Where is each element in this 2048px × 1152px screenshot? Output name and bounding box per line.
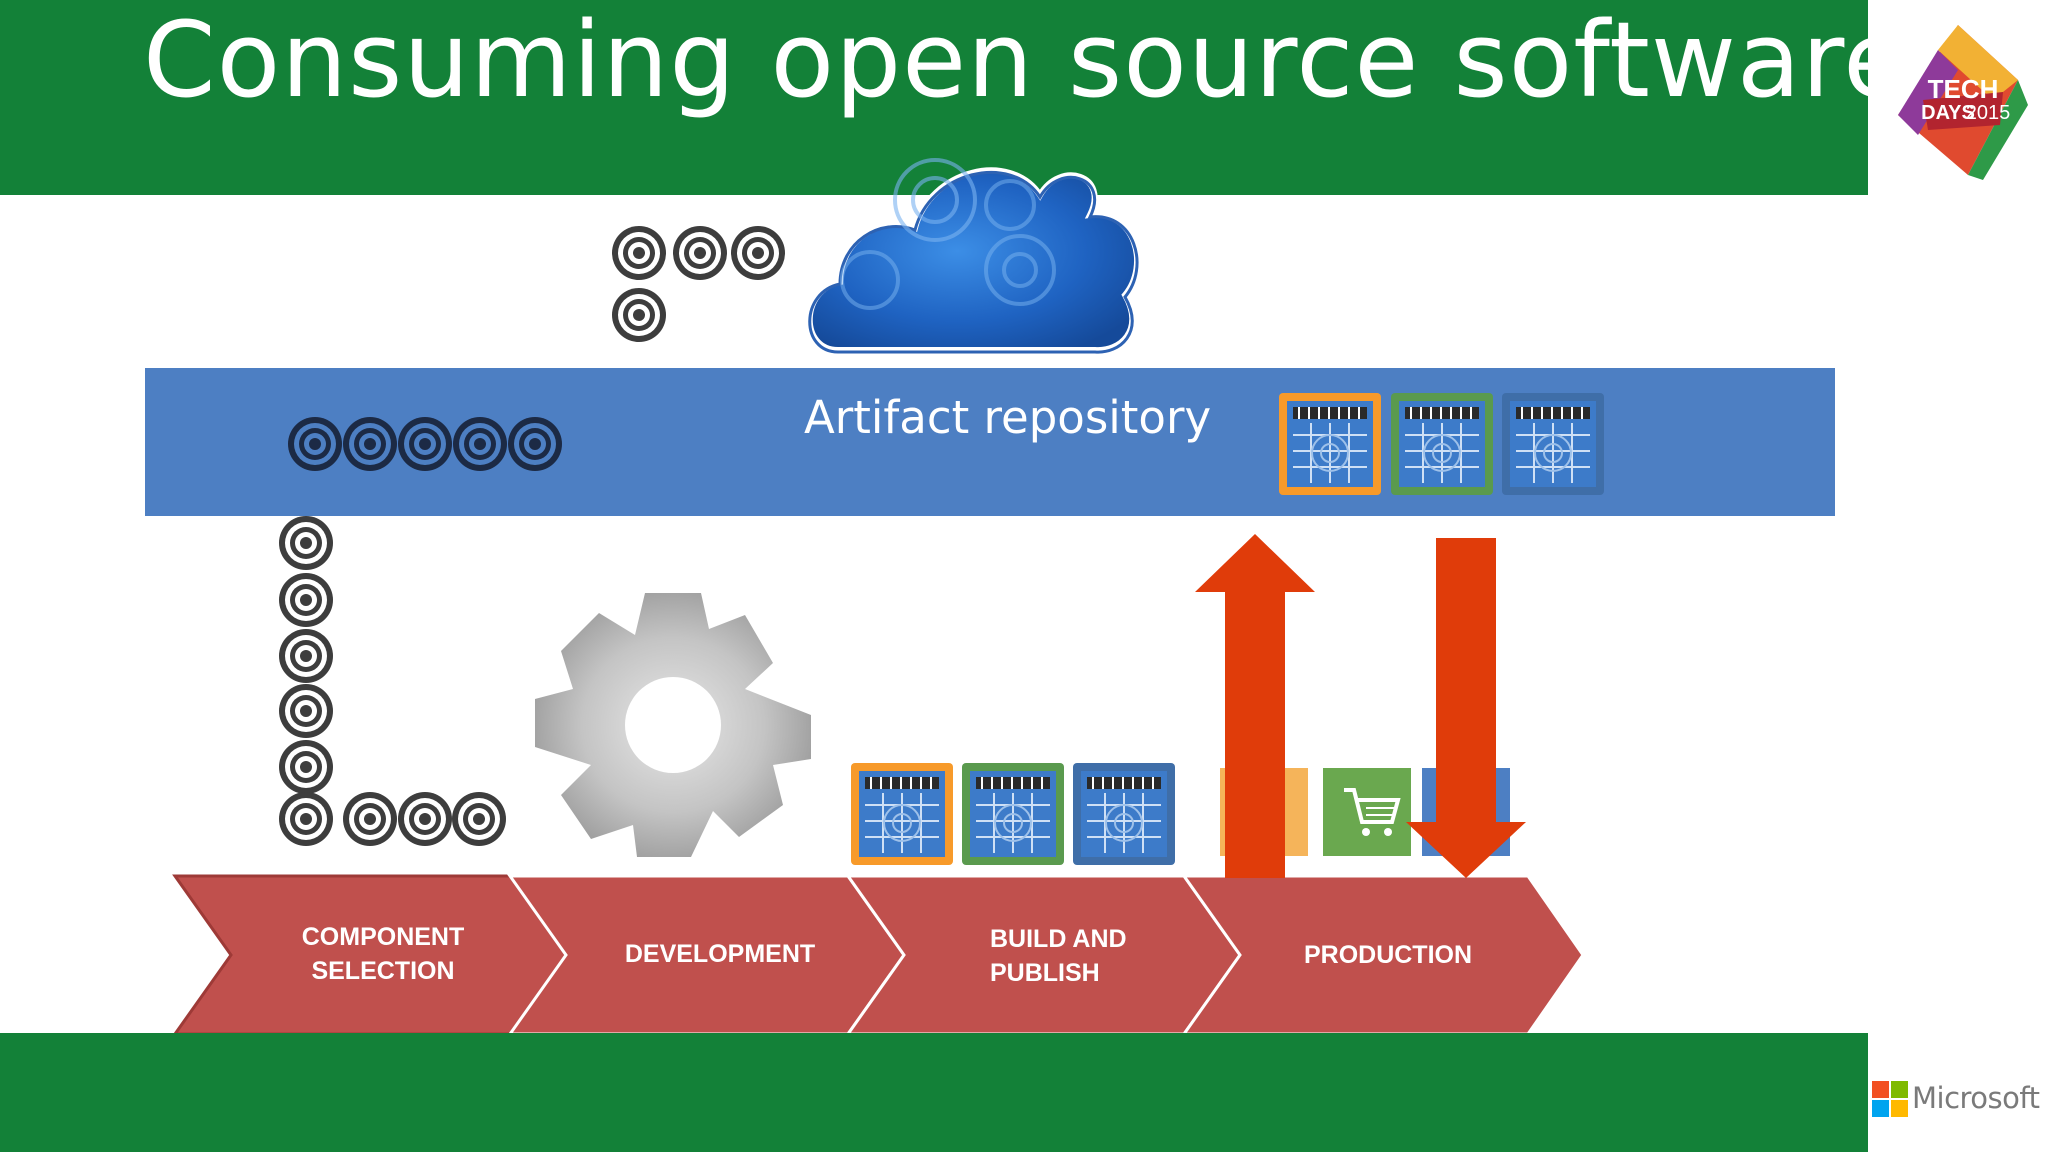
logo-line1: TECH (1928, 74, 1999, 104)
component-disc-icon (452, 792, 506, 846)
stage-label-development: DEVELOPMENT (590, 937, 850, 971)
footer-bar (0, 1033, 1868, 1152)
component-group-selection (279, 516, 506, 846)
cloud-icon (806, 158, 1141, 354)
microsoft-windows-icon (1872, 1081, 1908, 1117)
component-disc-icon (279, 740, 333, 794)
packages-build (851, 763, 1175, 865)
slide-title: Consuming open source software (143, 0, 1909, 121)
component-disc-icon (343, 417, 397, 471)
packages-repository (1279, 393, 1604, 495)
arrow-up-icon (1195, 534, 1315, 878)
microsoft-wordmark: Microsoft (1912, 1081, 2040, 1115)
title-bar (0, 0, 1868, 195)
component-disc-icon (279, 792, 333, 846)
stage-label-line2: PUBLISH (990, 959, 1100, 987)
component-group-cloud (612, 226, 785, 342)
component-disc-icon (453, 417, 507, 471)
microsoft-logo (1868, 1033, 2048, 1152)
component-disc-icon (398, 417, 452, 471)
component-disc-icon (612, 288, 666, 342)
component-group-repository (288, 417, 562, 471)
component-disc-icon (673, 226, 727, 280)
gear-icon (535, 593, 811, 857)
logo-line2: DAYS (1921, 102, 1975, 124)
shopping-cart-icon (1323, 768, 1411, 856)
component-disc-icon (279, 573, 333, 627)
component-disc-icon (612, 226, 666, 280)
component-disc-icon (343, 792, 397, 846)
event-logo: TECH DAYS 2015 (1868, 0, 2048, 195)
component-disc-icon (288, 417, 342, 471)
stage-label-production: PRODUCTION (1268, 938, 1508, 972)
stage-label-line1: PRODUCTION (1303, 941, 1473, 969)
component-disc-icon (279, 516, 333, 570)
artifact-repository-label: Artifact repository (804, 391, 1212, 444)
logo-year: 2015 (1966, 102, 2011, 124)
stage-label-line1: COMPONENT (301, 923, 465, 951)
component-disc-icon (279, 629, 333, 683)
stage-label-line1: BUILD AND (990, 925, 1127, 953)
arrow-down-icon (1406, 538, 1526, 878)
component-disc-icon (279, 684, 333, 738)
event-logo-icon: TECH DAYS 2015 (1898, 25, 2028, 180)
component-disc-icon (508, 417, 562, 471)
stage-label-line2: SELECTION (311, 957, 455, 985)
component-disc-icon (398, 792, 452, 846)
stage-label-component-selection: COMPONENT SELECTION (258, 920, 508, 988)
stage-label-line1: DEVELOPMENT (624, 940, 816, 968)
stage-label-build-and-publish: BUILD AND PUBLISH (990, 922, 1170, 990)
component-disc-icon (731, 226, 785, 280)
